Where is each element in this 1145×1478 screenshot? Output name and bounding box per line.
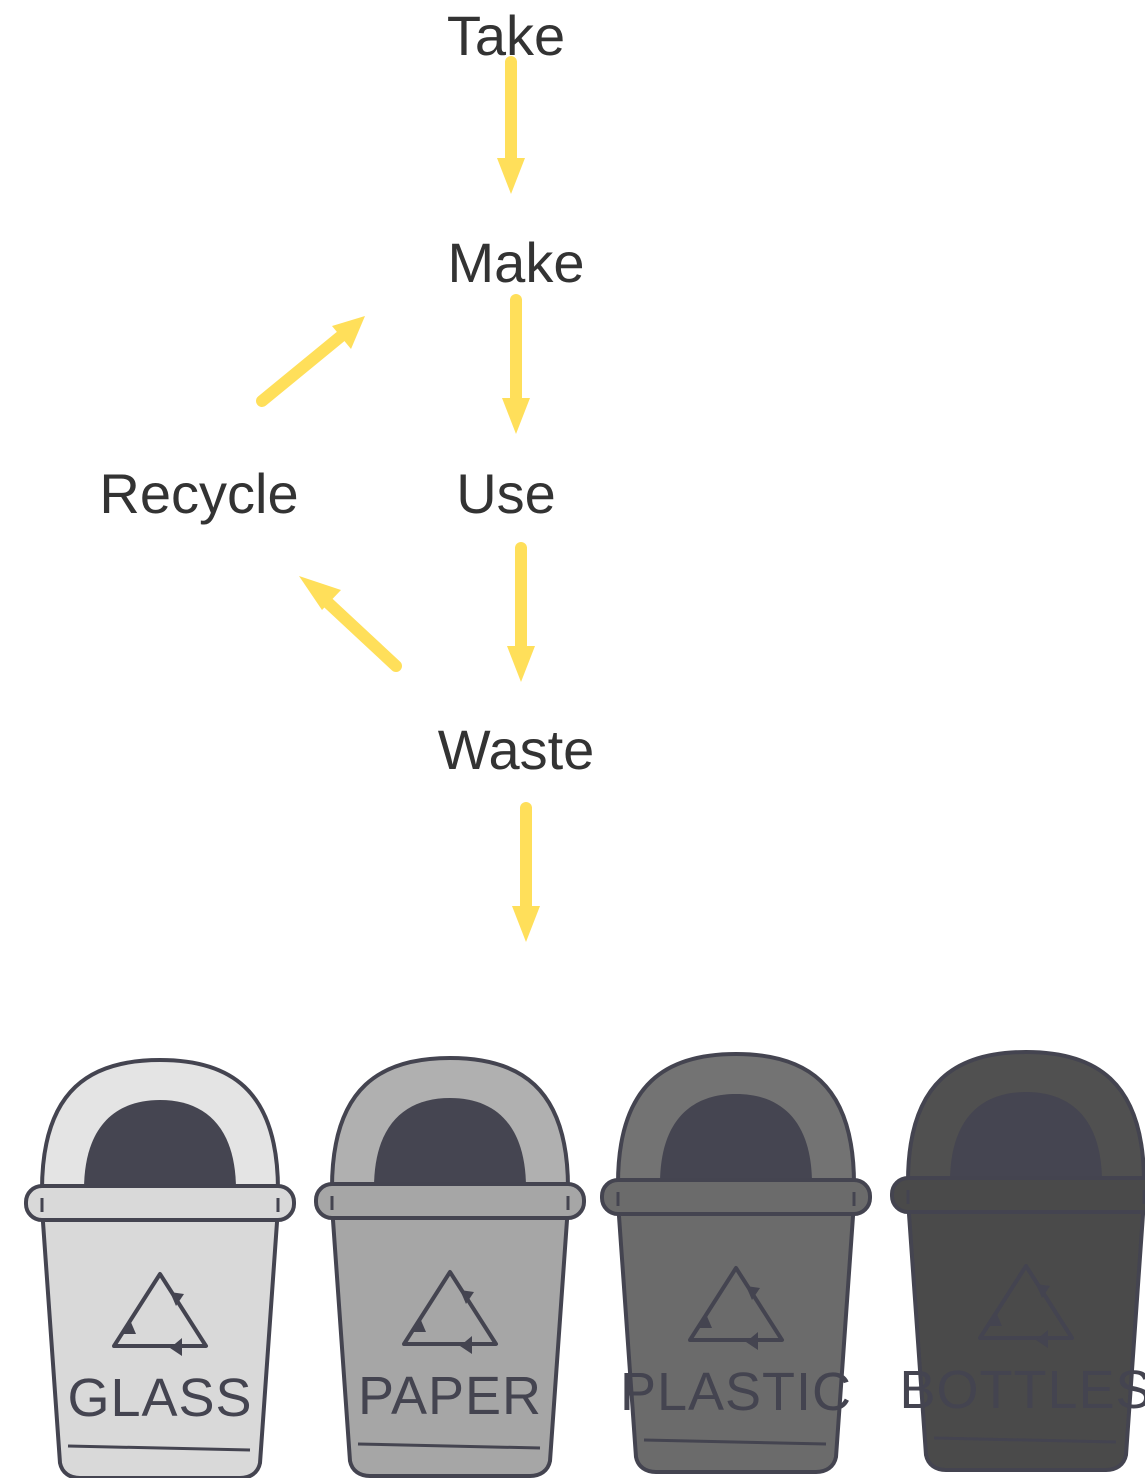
bin-label: PLASTIC xyxy=(620,1362,852,1422)
node-recycle: Recycle xyxy=(99,462,299,525)
arrow-waste-to-bins xyxy=(512,802,540,942)
recycle-icon xyxy=(402,1270,498,1354)
arrow-use-to-waste xyxy=(507,542,535,682)
recycle-icon xyxy=(112,1272,208,1356)
trash-bin-icon: PAPER xyxy=(314,1055,586,1478)
recycle-icon xyxy=(688,1266,784,1350)
node-make: Make xyxy=(447,231,585,294)
arrows xyxy=(256,56,540,942)
arrow-recycle-to-make xyxy=(256,316,365,407)
trash-bin-icon: GLASS xyxy=(24,1057,296,1478)
node-take: Take xyxy=(446,4,566,67)
bins-row: GLASS PAPER xyxy=(24,1049,1145,1478)
arrow-take-to-make xyxy=(497,56,525,194)
arrow-waste-to-recycle xyxy=(299,576,402,672)
node-use: Use xyxy=(456,462,556,525)
trash-bin-icon: BOTTLES xyxy=(890,1049,1145,1472)
bin-label: BOTTLES xyxy=(899,1360,1145,1420)
bin-label: GLASS xyxy=(67,1368,252,1428)
node-waste: Waste xyxy=(437,718,595,781)
recycle-icon xyxy=(978,1264,1074,1348)
trash-bin-icon: PLASTIC xyxy=(600,1051,872,1474)
arrow-make-to-use xyxy=(502,294,530,434)
bin-label: PAPER xyxy=(358,1366,542,1426)
